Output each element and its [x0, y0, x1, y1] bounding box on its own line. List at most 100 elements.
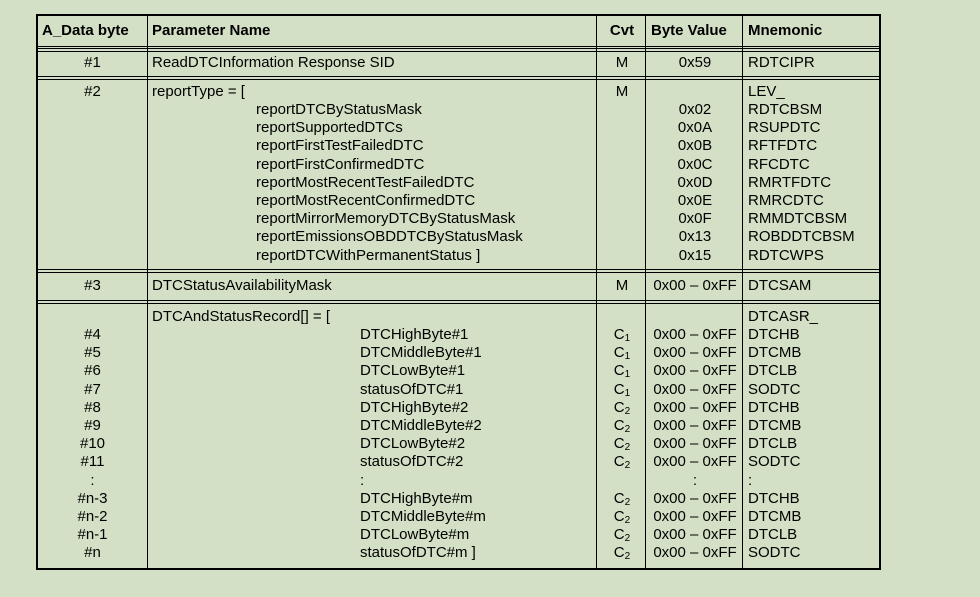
dtc-record-value: 0x00 – 0xFF: [653, 453, 737, 471]
cvt-subscript: 2: [624, 442, 631, 454]
report-type-mnemonic: RFCDTC: [748, 155, 810, 173]
report-type-value: 0x15: [678, 246, 712, 264]
report-type-name: reportFirstTestFailedDTC: [256, 137, 424, 155]
col-divider: [596, 16, 597, 568]
row2-byte: #2: [84, 83, 101, 100]
report-type-value: 0x0E: [677, 192, 713, 209]
dtc-record-value: :: [692, 471, 698, 489]
row3-param: DTCStatusAvailabilityMask: [152, 277, 332, 294]
dtc-record-mnemonic: DTCHB: [748, 326, 800, 343]
dtc-record-cvt: C2: [613, 544, 631, 563]
cvt-subscript: 2: [624, 551, 631, 563]
dtc-record-mnemonic: DTCHB: [748, 398, 800, 416]
row2-mnemonic: LEV_: [748, 83, 785, 100]
dtc-record-cvt: C2: [613, 508, 631, 526]
report-type-value: 0x0D: [677, 173, 713, 191]
dtc-record-mnemonic: DTCLB: [748, 526, 798, 544]
dtc-record-value: 0x00 – 0xFF: [653, 380, 737, 398]
dtc-record-cvt: C2: [613, 453, 631, 472]
dtc-record-value: 0x00 – 0xFF: [653, 435, 737, 453]
cvt-subscript: 1: [624, 387, 631, 399]
report-type-name: reportSupportedDTCs: [256, 119, 403, 137]
dtc-record-byte: #n-1: [77, 526, 108, 544]
dtc-record-name: DTCHighByte#m: [360, 489, 473, 507]
row1-param: ReadDTCInformation Response SID: [152, 54, 395, 71]
cvt-subscript: 2: [624, 424, 631, 435]
row-divider: [38, 48, 879, 52]
report-type-name: reportEmissionsOBDDTCByStatusMask: [256, 228, 523, 246]
dtc-record-value: 0x00 – 0xFF: [653, 398, 737, 416]
dtc-record-mnemonic: :: [748, 471, 753, 489]
report-type-value: 0x0B: [677, 137, 713, 155]
cvt-subscript: 1: [624, 351, 631, 363]
dtc-record-byte: #11: [80, 453, 105, 471]
dtc-record-byte: #n: [84, 544, 101, 562]
report-type-mnemonic: RMRTFDTC: [748, 173, 832, 191]
report-type-mnemonic: RSUPDTC: [748, 119, 821, 137]
report-type-value: 0x13: [678, 228, 712, 246]
dtc-record-value: 0x00 – 0xFF: [653, 508, 737, 525]
dtc-record-name: DTCLowByte#m: [360, 526, 470, 544]
dtc-record-cvt: C2: [613, 489, 631, 508]
dtc-record-value: 0x00 – 0xFF: [653, 526, 737, 544]
report-type-mnemonic: RMRCDTC: [748, 192, 824, 209]
dtc-record-name: statusOfDTC#1: [360, 380, 464, 398]
dtc-record-cvt: C1: [613, 362, 631, 381]
report-type-mnemonic: RDTCBSM: [748, 101, 823, 118]
dtc-record-byte: #5: [84, 344, 101, 362]
dtc-record-value: 0x00 – 0xFF: [653, 344, 737, 362]
row3-mnemonic: DTCSAM: [748, 277, 812, 294]
dtc-record-cvt: C1: [613, 344, 631, 363]
row3-value: 0x00 – 0xFF: [653, 277, 737, 294]
row1-cvt: M: [615, 54, 629, 71]
row-divider: [38, 269, 879, 273]
header-byte-value: Byte Value: [651, 22, 727, 39]
response-message-table: A_Data byte Parameter Name Cvt Byte Valu…: [36, 14, 881, 570]
report-type-value: 0x0F: [678, 210, 712, 228]
row-divider: [38, 76, 879, 80]
dtc-record-value: 0x00 – 0xFF: [653, 362, 737, 380]
dtc-record-byte: #6: [84, 362, 101, 380]
header-parameter-name: Parameter Name: [152, 22, 271, 39]
header-cvt: Cvt: [609, 22, 635, 39]
dtc-record-value: 0x00 – 0xFF: [653, 544, 737, 562]
dtc-record-byte: :: [90, 471, 95, 489]
report-type-mnemonic: RMMDTCBSM: [748, 210, 848, 228]
cvt-subscript: 2: [624, 460, 631, 472]
report-type-value: 0x02: [678, 101, 712, 118]
dtc-record-name: DTCLowByte#2: [360, 435, 466, 453]
row3-cvt: M: [615, 277, 629, 294]
dtc-record-mnemonic: SODTC: [748, 380, 801, 398]
dtc-record-byte: #10: [79, 435, 106, 453]
dtc-record-name: DTCMiddleByte#1: [360, 344, 482, 362]
dtc-record-cvt: C2: [613, 435, 631, 454]
header-mnemonic: Mnemonic: [748, 22, 823, 39]
col-divider: [742, 16, 743, 568]
dtc-record-value: 0x00 – 0xFF: [653, 489, 737, 507]
header-a-data-byte: A_Data byte: [42, 22, 129, 39]
dtc-record-name: DTCLowByte#1: [360, 362, 466, 380]
dtc-record-mnemonic: DTCLB: [748, 362, 798, 380]
report-type-value: 0x0C: [677, 155, 713, 173]
report-type-name: reportMostRecentConfirmedDTC: [256, 192, 476, 209]
cvt-subscript: 2: [624, 515, 631, 526]
dtc-record-mnemonic: DTCMB: [748, 508, 802, 525]
dtc-record-byte: #7: [84, 380, 101, 398]
report-type-mnemonic: ROBDDTCBSM: [748, 228, 855, 246]
col-divider: [147, 16, 148, 568]
row2-cvt: M: [615, 83, 629, 100]
row1-byte: #1: [84, 54, 101, 71]
row4-param: DTCAndStatusRecord[] = [: [152, 308, 330, 325]
dtc-record-name: DTCHighByte#1: [360, 326, 469, 343]
dtc-record-mnemonic: DTCLB: [748, 435, 798, 453]
dtc-record-byte: #8: [84, 398, 101, 416]
cvt-subscript: 1: [624, 369, 631, 381]
dtc-record-cvt: C2: [613, 526, 631, 545]
dtc-record-value: 0x00 – 0xFF: [653, 326, 737, 343]
row-divider: [38, 46, 879, 47]
dtc-record-name: :: [360, 471, 365, 489]
row4-mnemonic: DTCASR_: [748, 308, 819, 325]
report-type-name: reportDTCWithPermanentStatus ]: [256, 246, 481, 264]
dtc-record-byte: #4: [84, 326, 101, 343]
dtc-record-mnemonic: DTCMB: [748, 417, 802, 434]
